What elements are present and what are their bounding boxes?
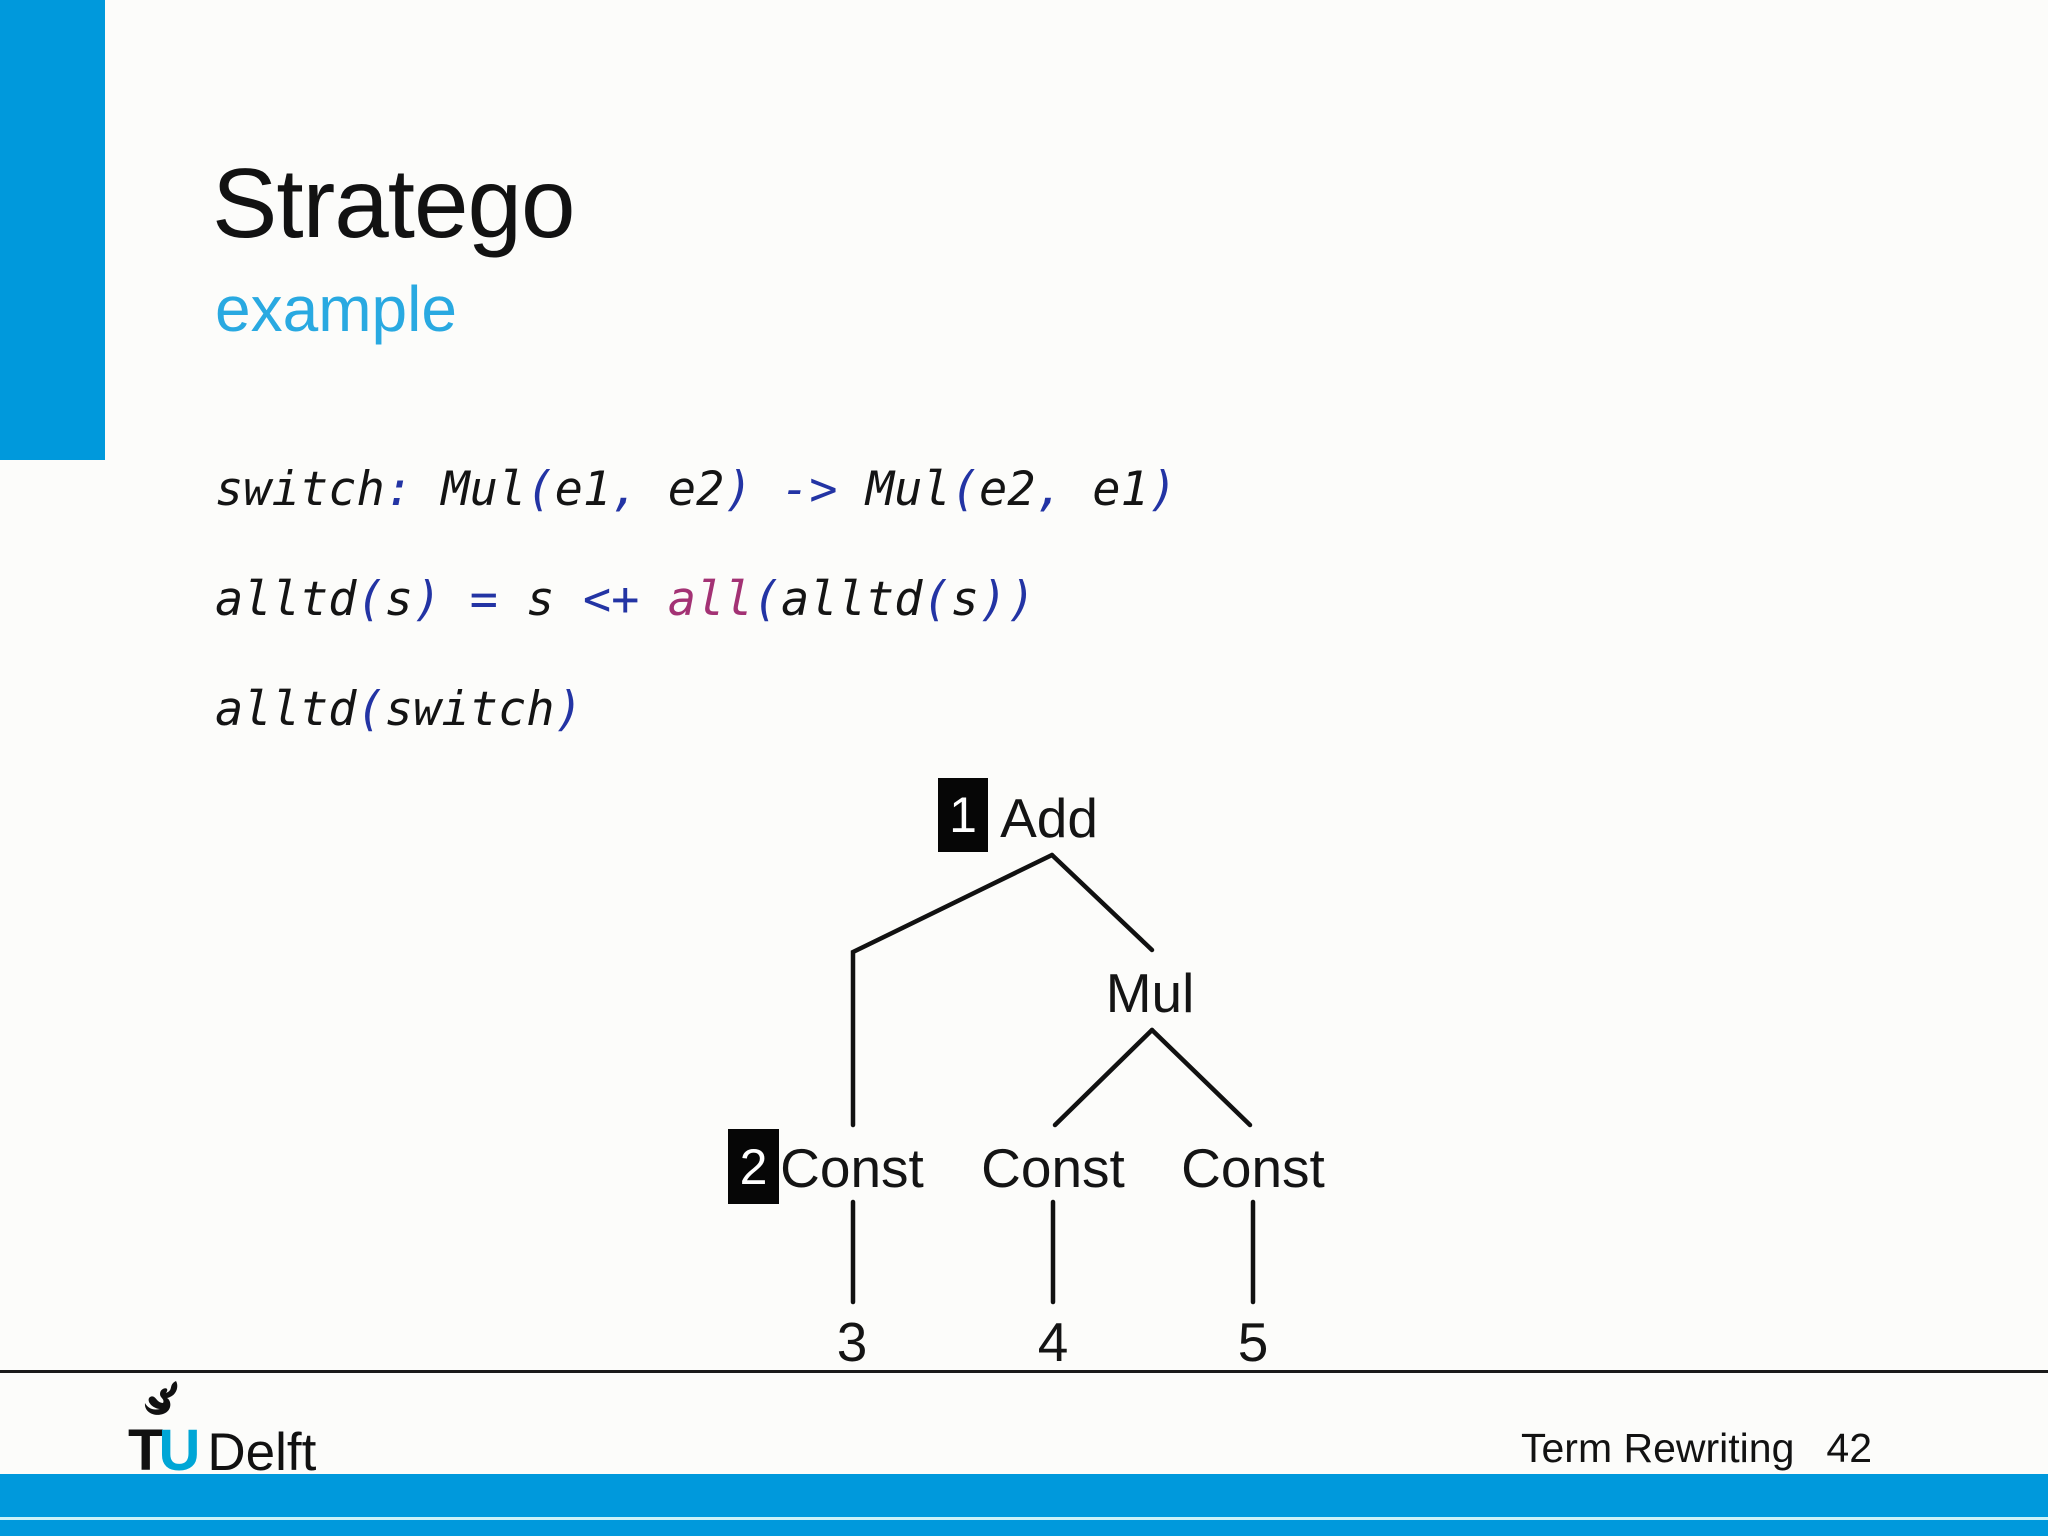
tree-node-const-middle: Const bbox=[981, 1137, 1125, 1199]
logo-letter-u: U bbox=[158, 1418, 201, 1483]
flame-icon bbox=[144, 1381, 178, 1415]
page-title: Stratego bbox=[212, 148, 575, 258]
tree-leaf-4: 4 bbox=[1037, 1311, 1069, 1373]
bottom-bar bbox=[0, 1474, 2048, 1536]
tree-leaf-5: 5 bbox=[1237, 1311, 1269, 1373]
bottom-bar-highlight-line bbox=[0, 1517, 2048, 1520]
code-line-alltd-application: alltd(switch) bbox=[215, 682, 583, 737]
code-line-switch-rule: switch: Mul(e1, e2) -> Mul(e2, e1) bbox=[215, 462, 1178, 517]
footer-info: Term Rewriting 42 bbox=[1521, 1425, 1872, 1472]
footer-divider bbox=[0, 1370, 2048, 1373]
code-line-alltd-definition: alltd(s) = s <+ all(alltd(s)) bbox=[215, 572, 1036, 627]
logo-letter-t: T bbox=[128, 1418, 163, 1483]
tree-badge-step-1: 1 bbox=[938, 778, 988, 852]
tree-node-add: Add bbox=[1000, 787, 1098, 849]
tree-node-const-left: Const bbox=[780, 1137, 924, 1199]
tree-badge-step-2: 2 bbox=[728, 1129, 779, 1204]
page-subtitle: example bbox=[215, 273, 457, 345]
logo-delft-text: Delft bbox=[207, 1423, 317, 1482]
tree-node-const-right: Const bbox=[1181, 1137, 1325, 1199]
footer-course-label: Term Rewriting bbox=[1521, 1425, 1795, 1471]
tudelft-logo: T U Delft bbox=[128, 1381, 388, 1483]
left-accent-bar bbox=[0, 0, 105, 460]
tree-node-mul: Mul bbox=[1105, 962, 1195, 1024]
tree-leaf-3: 3 bbox=[836, 1311, 868, 1373]
footer-page-number: 42 bbox=[1826, 1425, 1872, 1471]
